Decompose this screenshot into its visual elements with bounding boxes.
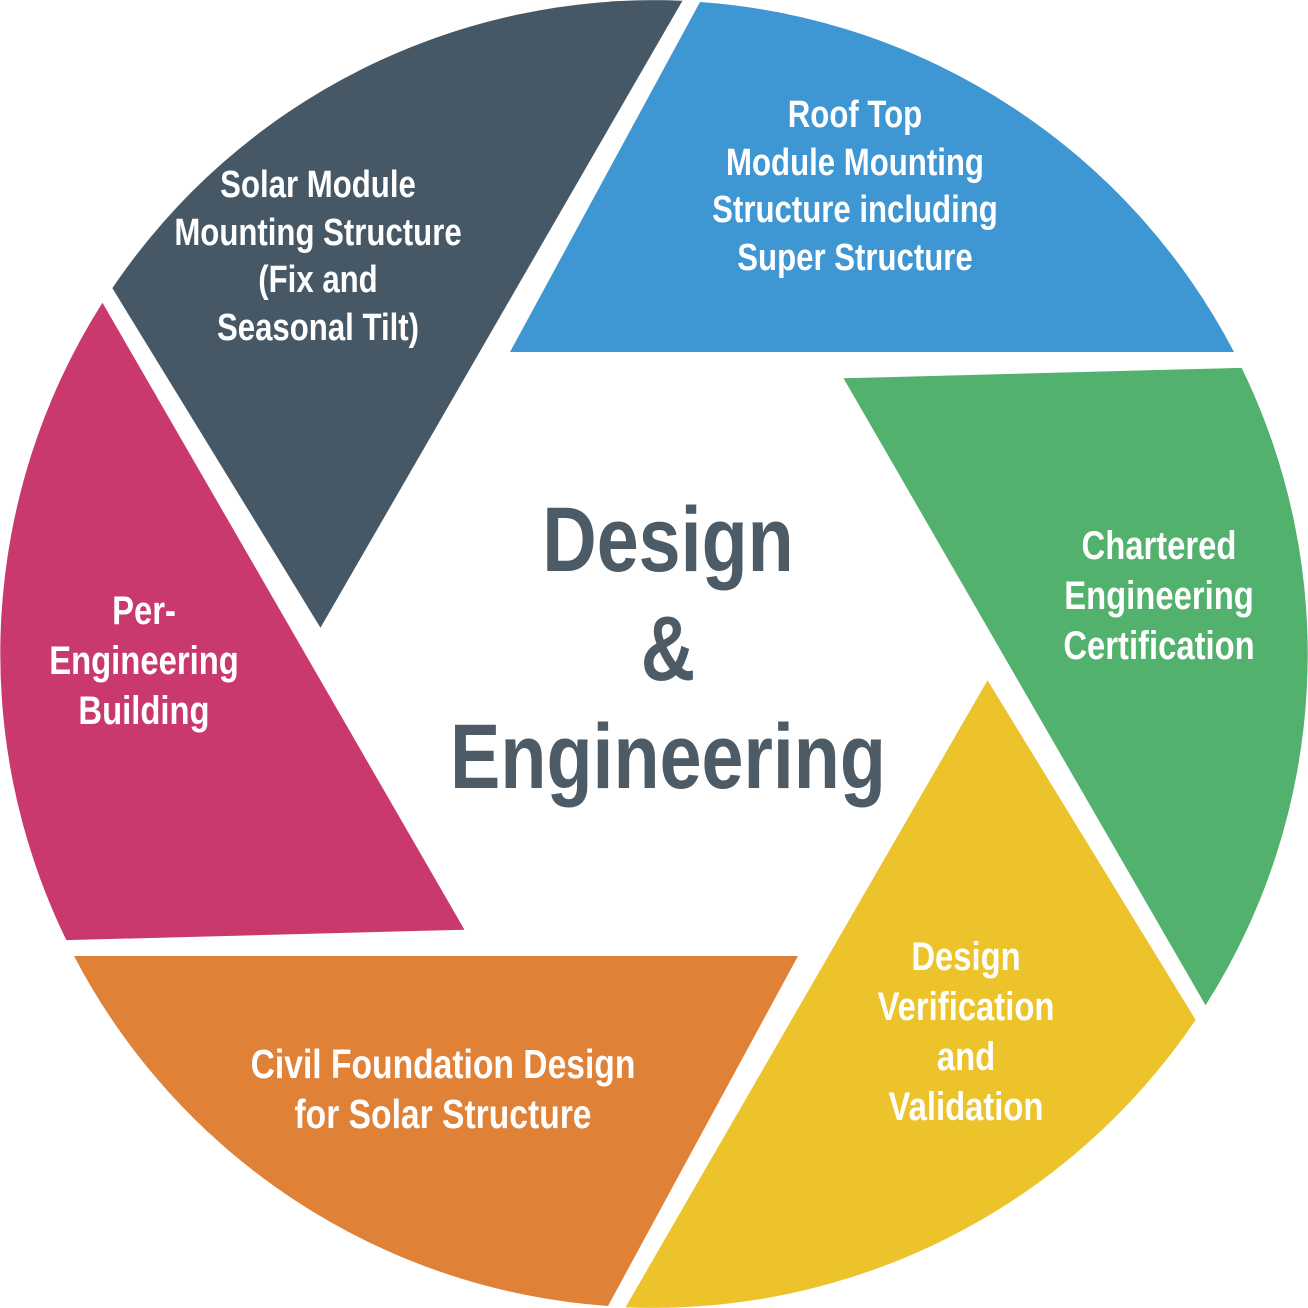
center-title-word-engineering: Engineering	[450, 706, 886, 809]
center-title-word-design: Design	[542, 489, 794, 592]
label-solar-module-mounting: Solar Module Mounting Structure (Fix and…	[174, 164, 462, 349]
label-roof-top-module-mounting: Roof Top Module Mounting Structure inclu…	[712, 94, 998, 279]
center-title: Design & Engineering	[450, 486, 886, 812]
label-design-verification-validation: Design Verification and Validation	[877, 935, 1055, 1129]
label-civil-foundation-design: Civil Foundation Design for Solar Struct…	[250, 1040, 636, 1137]
label-chartered-engineering-certification: Chartered Engineering Certification	[1063, 524, 1255, 668]
center-title-ampersand: &	[640, 597, 696, 700]
label-per-engineering-building: Per- Engineering Building	[49, 589, 239, 733]
